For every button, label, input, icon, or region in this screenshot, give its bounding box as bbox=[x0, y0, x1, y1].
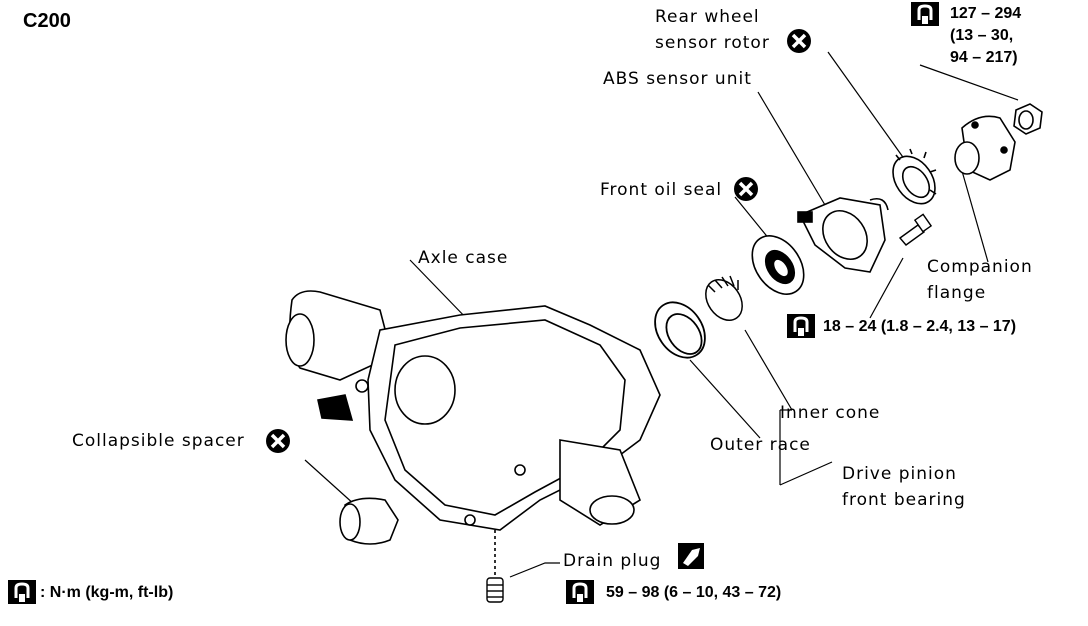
x-circle-icon bbox=[785, 27, 813, 55]
collapsible-spacer-drawing bbox=[339, 497, 399, 545]
sensor-bolt-torque: 18 – 24 (1.8 – 2.4, 13 – 17) bbox=[823, 318, 1017, 335]
sensor-rotor-drawing bbox=[892, 148, 937, 205]
companion-flange-label: Companion flange bbox=[927, 257, 1033, 303]
outer-race-drawing bbox=[654, 301, 706, 359]
drive-pinion-front-bearing-label: Drive pinion front bearing bbox=[842, 464, 966, 510]
torque-units-legend: : N·m (kg-m, ft-lb) bbox=[40, 584, 174, 601]
x-circle-icon bbox=[264, 427, 292, 455]
sealant-icon bbox=[678, 543, 704, 569]
x-circle-icon bbox=[732, 175, 760, 203]
companion-nut-drawing bbox=[1013, 103, 1043, 135]
sensor-bolt-drawing bbox=[898, 213, 933, 246]
torque-wrench-icon bbox=[909, 0, 941, 28]
torque-wrench-icon bbox=[564, 578, 596, 606]
inner-cone-label: Inner cone bbox=[780, 403, 881, 423]
collapsible-spacer-label: Collapsible spacer bbox=[72, 431, 245, 451]
axle-case-drawing bbox=[285, 290, 661, 575]
companion-flange-drawing bbox=[954, 115, 1016, 181]
leader-lines bbox=[304, 51, 1019, 578]
outer-race-label: Outer race bbox=[710, 435, 811, 455]
front-oil-seal-drawing bbox=[751, 235, 805, 295]
rear-wheel-sensor-rotor-label: Rear wheel sensor rotor bbox=[655, 7, 770, 53]
front-oil-seal-label: Front oil seal bbox=[600, 180, 723, 200]
drain-plug-label: Drain plug bbox=[563, 551, 662, 571]
drain-plug-drawing bbox=[486, 577, 504, 603]
drain-plug-torque: 59 – 98 (6 – 10, 43 – 72) bbox=[606, 584, 782, 601]
model-label: C200 bbox=[23, 10, 71, 32]
axle-case-label: Axle case bbox=[418, 248, 509, 268]
abs-sensor-unit-label: ABS sensor unit bbox=[603, 69, 752, 89]
companion-nut-torque: 127 – 294 (13 – 30, 94 – 217) bbox=[950, 5, 1022, 66]
torque-wrench-icon bbox=[6, 578, 38, 606]
torque-wrench-icon bbox=[785, 312, 817, 340]
inner-cone-drawing bbox=[705, 275, 743, 321]
abs-sensor-unit-drawing bbox=[797, 197, 889, 273]
